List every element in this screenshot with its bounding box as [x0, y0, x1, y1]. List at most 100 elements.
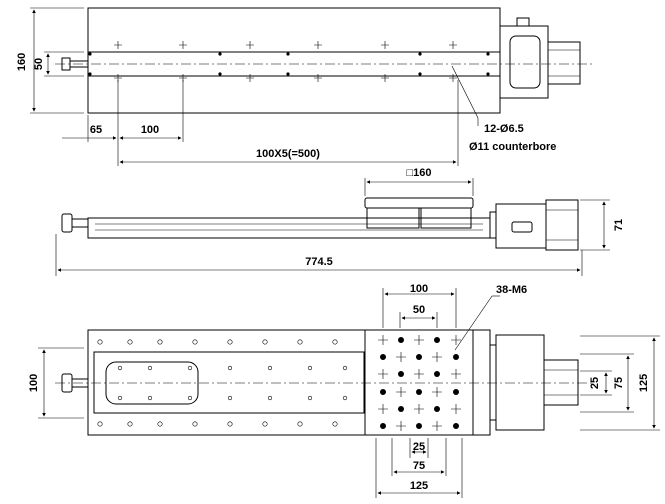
cross-mark	[381, 41, 389, 49]
side-view: □160 71 774.5	[55, 167, 625, 276]
top-motor-body	[547, 41, 581, 85]
hole-ring	[262, 339, 268, 345]
cross-mark	[179, 41, 187, 49]
hole-ring	[307, 365, 313, 371]
top-holes-label: 12-Ø6.5	[484, 123, 524, 135]
hole-mark	[486, 72, 490, 76]
cross-mark	[451, 404, 461, 414]
side-length-label: 774.5	[305, 256, 333, 268]
cross-mark	[432, 387, 442, 397]
side-motor-flange	[495, 203, 547, 249]
hole-ring	[187, 365, 193, 371]
hole-ring	[97, 339, 103, 345]
hole-ring	[97, 421, 103, 427]
hole-ring	[147, 365, 153, 371]
hole-ring	[297, 339, 303, 345]
hole-mark	[380, 423, 386, 429]
hole-mark	[380, 389, 386, 395]
top-pitch-label: 100	[141, 124, 159, 136]
hole-ring	[307, 395, 313, 401]
cross-mark	[432, 352, 442, 362]
top-motor-flange	[499, 25, 549, 99]
bottom-taps-label: 38-M6	[496, 284, 527, 296]
hole-ring	[227, 365, 233, 371]
cross-mark	[432, 421, 442, 431]
hole-ring	[297, 421, 303, 427]
bottom-view: 100 50 38-M6 100 25 75 125 25 75	[28, 283, 660, 498]
cross-mark	[414, 335, 424, 345]
hole-mark	[416, 354, 422, 360]
bottom-base-holes	[97, 339, 348, 427]
cross-mark	[314, 74, 322, 82]
hole-mark	[453, 423, 459, 429]
cross-mark	[449, 41, 457, 49]
top-view: 160 50 65 100 100X5(=500) 12-Ø6.5 Ø11 co…	[16, 7, 595, 166]
hole-mark	[418, 52, 422, 56]
hole-ring	[157, 421, 163, 427]
bottom-carriage	[364, 329, 474, 436]
hole-ring	[227, 339, 233, 345]
bottom-pitch-50-label: 50	[413, 304, 425, 316]
hole-mark	[416, 389, 422, 395]
cross-mark	[246, 41, 254, 49]
cross-mark	[246, 74, 254, 82]
hole-ring	[332, 339, 338, 345]
hole-ring	[342, 365, 348, 371]
side-knob	[61, 213, 73, 233]
side-carriage-left	[366, 207, 420, 229]
hole-ring	[342, 395, 348, 401]
hole-mark	[453, 389, 459, 395]
hole-mark	[434, 371, 440, 377]
top-motor-window	[509, 35, 541, 89]
cross-mark	[451, 335, 461, 345]
hole-ring	[332, 421, 338, 427]
hole-ring	[192, 421, 198, 427]
top-offset-label: 65	[90, 124, 102, 136]
hole-ring	[187, 395, 193, 401]
bottom-under-125-label: 125	[410, 480, 428, 492]
side-carriage-right	[420, 207, 472, 229]
hole-ring	[127, 339, 133, 345]
cross-mark	[414, 369, 424, 379]
hole-mark	[218, 52, 222, 56]
hole-ring	[192, 339, 198, 345]
bottom-slot	[93, 351, 365, 414]
hole-mark	[398, 371, 404, 377]
top-pitch-total-label: 100X5(=500)	[256, 148, 320, 160]
hole-ring	[267, 365, 273, 371]
side-carriage-top	[364, 197, 474, 209]
bottom-base-outline	[87, 329, 491, 436]
bottom-tapped-holes	[378, 335, 461, 431]
hole-mark	[286, 52, 290, 56]
hole-ring	[127, 421, 133, 427]
side-height-label: 71	[613, 219, 625, 231]
hole-mark	[88, 52, 92, 56]
hole-ring	[267, 395, 273, 401]
cross-mark	[396, 387, 406, 397]
hole-mark	[486, 52, 490, 56]
hole-ring	[227, 395, 233, 401]
cross-mark	[378, 369, 388, 379]
top-mount-holes	[88, 41, 490, 82]
hole-mark	[416, 423, 422, 429]
hole-ring	[147, 395, 153, 401]
bottom-right-25-label: 25	[589, 377, 601, 389]
hole-ring	[262, 421, 268, 427]
hole-mark	[434, 337, 440, 343]
cross-mark	[449, 74, 457, 82]
hole-mark	[434, 406, 440, 412]
hole-mark	[398, 406, 404, 412]
cross-mark	[378, 335, 388, 345]
side-table-label: □160	[407, 167, 432, 179]
cross-mark	[314, 41, 322, 49]
bottom-right-125-label: 125	[638, 374, 650, 392]
top-connector	[516, 17, 530, 27]
top-height-label: 160	[16, 53, 28, 71]
top-counterbore-label: Ø11 counterbore	[469, 141, 556, 153]
cross-mark	[381, 74, 389, 82]
bottom-under-25-label: 25	[413, 441, 425, 453]
bottom-end-plate	[489, 344, 497, 421]
hole-ring	[227, 421, 233, 427]
top-base-outline	[87, 7, 501, 114]
cross-mark	[414, 404, 424, 414]
